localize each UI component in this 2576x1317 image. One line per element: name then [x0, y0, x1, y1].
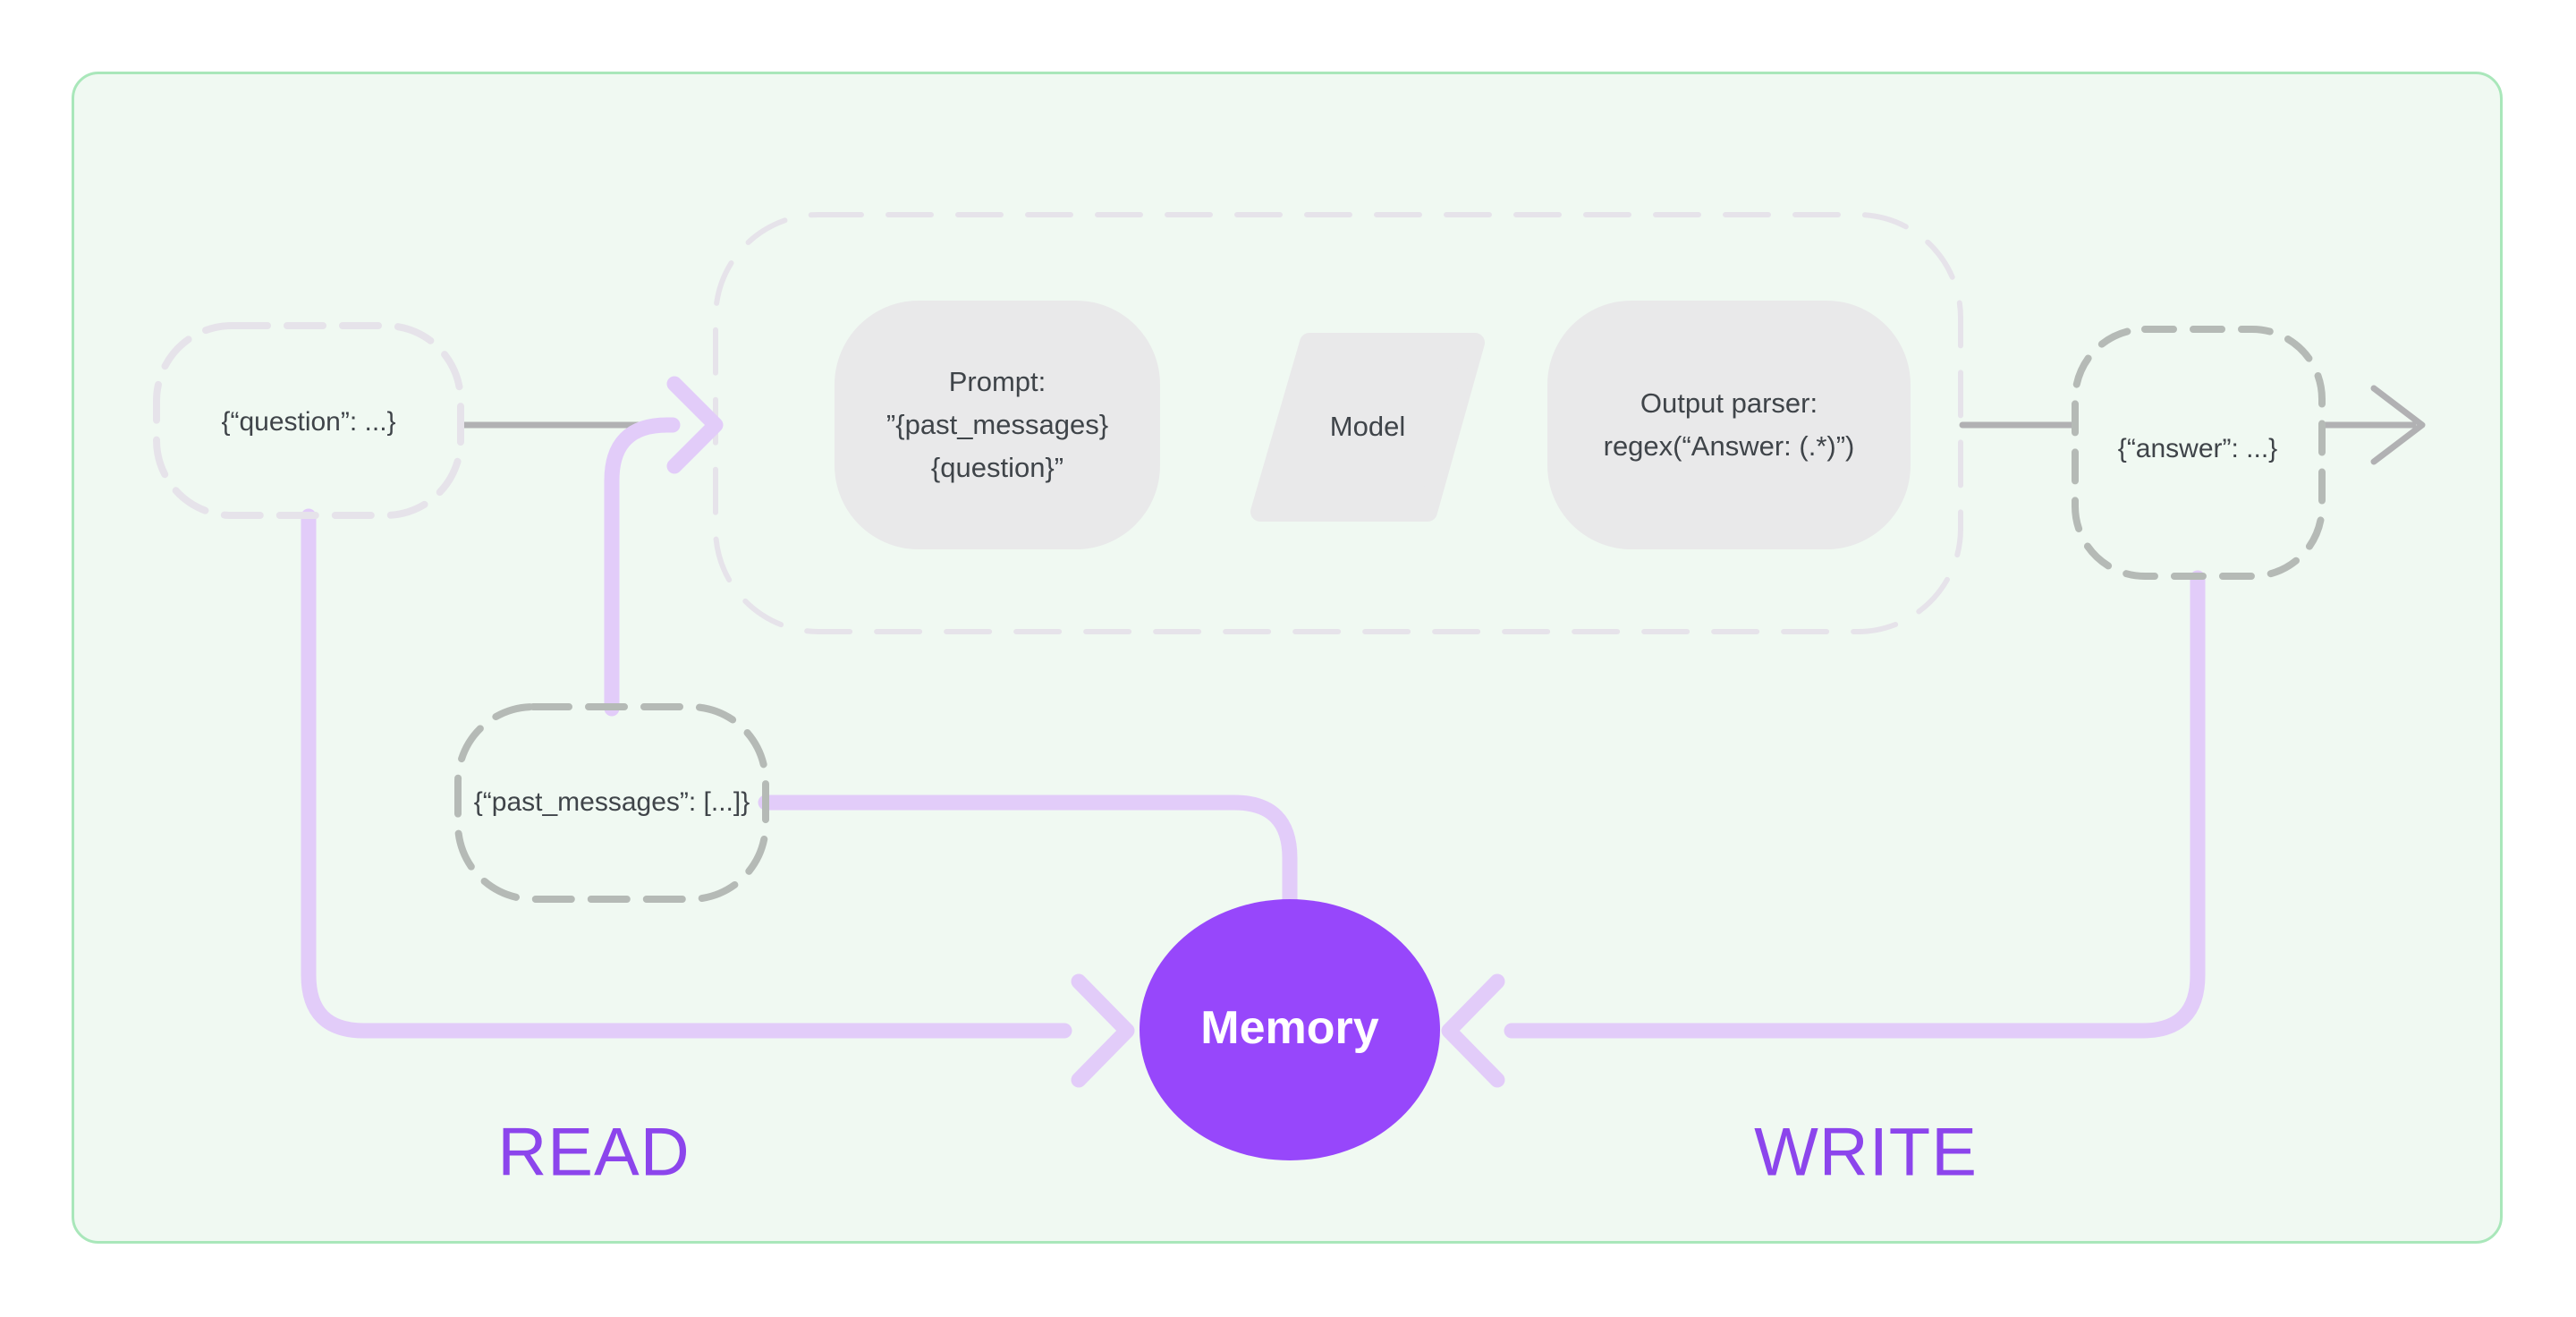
past-messages-node-outline	[454, 703, 769, 903]
prompt-node-label: Prompt: ”{past_messages} {question}”	[886, 361, 1108, 489]
question-node-label: {“question”: ...}	[221, 406, 396, 437]
prompt-arrowhead	[666, 376, 724, 474]
output-parser-node-label: Output parser: regex(“Answer: (.*)”)	[1604, 382, 1855, 468]
prompt-label-line-3: {question}”	[930, 452, 1064, 484]
answer-to-memory-line	[1504, 570, 2206, 1039]
output-parser-node	[1547, 301, 1911, 549]
question-node-outline	[153, 322, 464, 519]
memory-left-arrowhead	[1071, 973, 1135, 1088]
write-caption: WRITE	[1754, 1114, 1978, 1191]
model-node-label: Model	[1329, 410, 1406, 442]
model-node	[1250, 333, 1485, 522]
answer-node-outline	[2072, 326, 2326, 580]
prompt-label-line-2: ”{past_messages}	[886, 408, 1109, 440]
memory-right-arrowhead	[1441, 973, 1505, 1088]
prompt-label-line-1: Prompt:	[948, 365, 1046, 397]
memory-node-label: Memory	[1200, 1002, 1379, 1054]
answer-node-label: {“answer”: ...}	[2117, 433, 2278, 463]
output-parser-label-line-2: regex(“Answer: (.*)”)	[1603, 430, 1855, 462]
past-messages-to-prompt-line	[604, 417, 681, 717]
memory-node	[1140, 899, 1440, 1160]
past-messages-node-label: {“past_messages”: [...]}	[473, 786, 750, 817]
prompt-node	[835, 301, 1160, 549]
past-messages-to-memory-line	[758, 794, 1298, 921]
read-caption: READ	[497, 1114, 691, 1191]
output-parser-label-line-1: Output parser:	[1640, 387, 1818, 419]
question-to-memory-line	[301, 508, 1072, 1039]
answer-output-arrowhead	[2370, 385, 2426, 465]
